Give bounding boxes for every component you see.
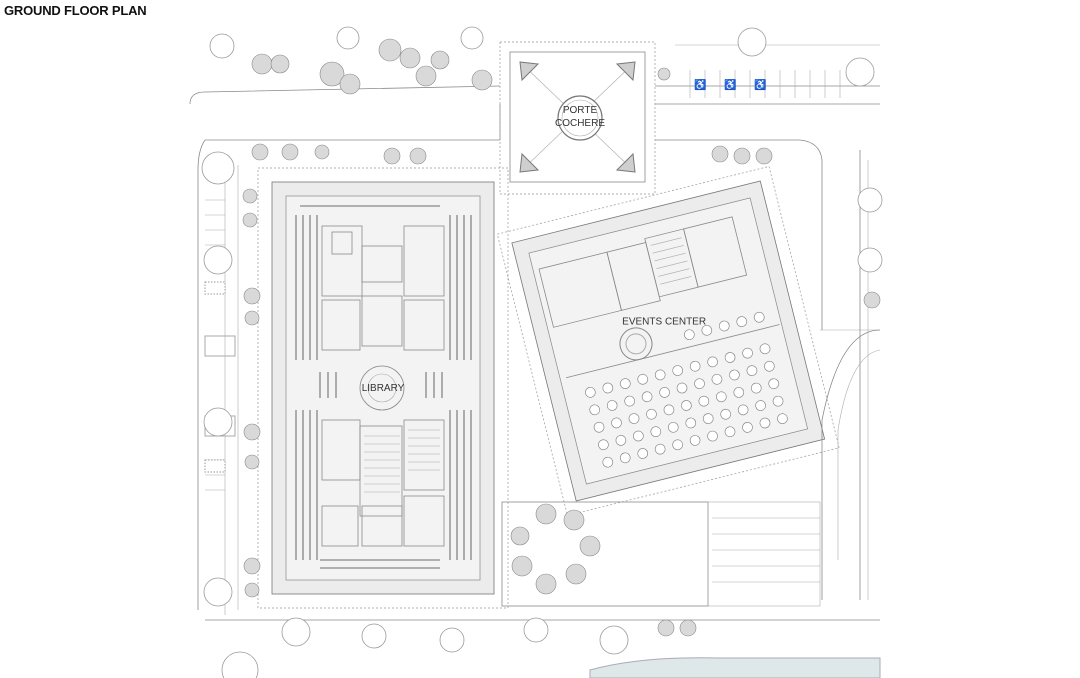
porte-cochere: PORTE COCHERE [499,41,656,195]
library-building: LIBRARY [257,167,509,609]
parking-stalls: ♿ ♿ ♿ [675,44,880,98]
stair-lines [650,237,692,285]
library-label: LIBRARY [362,383,405,394]
library-seating-rows [364,429,440,493]
events-center-label: EVENTS CENTER [622,316,706,327]
banquet-tables [585,311,788,468]
wheelchair-icon: ♿ [754,78,766,91]
library-stacks [295,205,472,569]
water-feature [589,657,881,678]
wheelchair-icon: ♿ [694,78,706,91]
porte-cochere-label-2: COCHERE [555,118,605,129]
shrub-symbol [242,38,881,637]
tree-symbol [201,26,883,678]
left-parking [204,199,236,491]
porte-cochere-label-1: PORTE [563,105,598,116]
wheelchair-icon: ♿ [724,78,736,91]
events-center-building: EVENTS CENTER [496,165,840,516]
page-title: GROUND FLOOR PLAN [4,3,147,18]
courtyard [501,329,881,607]
